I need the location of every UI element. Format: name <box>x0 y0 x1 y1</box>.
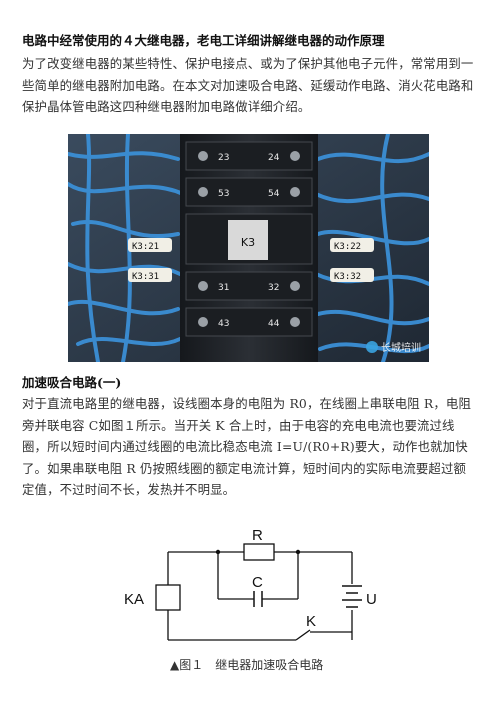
label-k: K <box>306 613 316 630</box>
wire-tag: K3:32 <box>334 272 361 282</box>
photo-watermark: 长城培训 <box>366 339 421 354</box>
wire-tag: K3:21 <box>132 242 159 252</box>
label-ka: KA <box>124 591 144 608</box>
article-title: 电路中经常使用的４大继电器，老电工详细讲解继电器的动作原理 <box>22 33 385 48</box>
circuit-diagram: R C KA U K <box>124 527 377 641</box>
terminal-label: 32 <box>268 283 279 293</box>
intro-paragraph: 为了改变继电器的某些特性、保护电接点、或为了保护其他电子元件，常常用到一些简单的… <box>22 56 474 114</box>
watermark-logo-icon <box>366 340 378 353</box>
terminal-label: 43 <box>218 319 229 329</box>
terminal-label: 23 <box>218 153 229 163</box>
label-r: R <box>252 527 263 544</box>
terminal-label: 44 <box>268 319 280 329</box>
coil-ka <box>155 584 181 611</box>
relay-photo-drawing: K3 23 24 53 54 31 32 43 44 K3:21 K3:22 K… <box>68 134 429 362</box>
terminal-label: 31 <box>218 283 229 293</box>
battery-u <box>342 585 362 608</box>
capacitor-c <box>253 591 263 607</box>
wire-tag: K3:22 <box>334 242 361 252</box>
resistor-r <box>243 543 275 561</box>
terminal-label: 53 <box>218 189 229 199</box>
terminal-label: 24 <box>268 153 280 163</box>
section-heading: 加速吸合电路(一) <box>22 375 122 390</box>
label-u: U <box>366 591 377 608</box>
terminal-label: 54 <box>268 189 280 199</box>
wire-tag: K3:31 <box>132 272 159 282</box>
body-paragraph: 对于直流电路里的继电器，设线圈本身的电阻为 R0，在线圈上串联电阻 R，电阻旁并… <box>22 396 472 497</box>
figure-caption: ▲图１ 继电器加速吸合电路 <box>170 658 324 672</box>
watermark-text: 长城培训 <box>381 343 421 354</box>
label-c: C <box>252 574 263 591</box>
relay-photo: K3 23 24 53 54 31 32 43 44 K3:21 K3:22 K… <box>68 134 429 362</box>
relay-center-label: K3 <box>241 236 255 249</box>
switch-k <box>295 629 311 641</box>
